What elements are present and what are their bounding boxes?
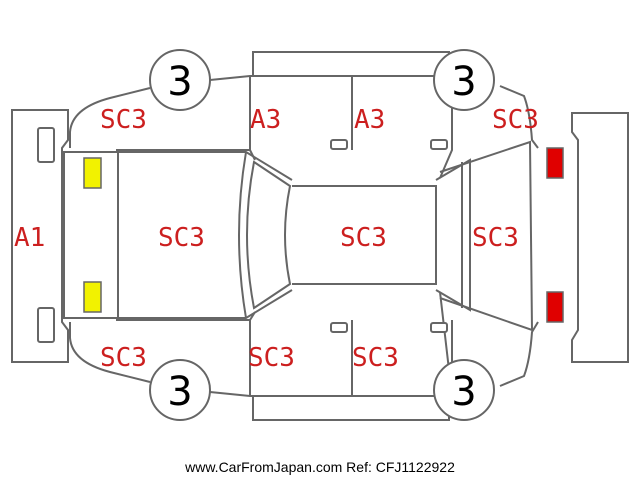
reference-footer: www.CarFromJapan.com Ref: CFJ1122922 [184, 459, 455, 475]
wheel-bottom-left: 3 [149, 359, 211, 421]
rear-bumper [571, 112, 629, 363]
label-front-left-door: A3 [250, 105, 281, 135]
label-trunk: SC3 [472, 223, 519, 253]
label-front-right-door: SC3 [248, 343, 295, 373]
label-front-left-corner: SC3 [100, 105, 147, 135]
wheel-bottom-right-rating: 3 [451, 369, 476, 415]
damage-labels: A1 SC3 A3 A3 SC3 SC3 SC3 SC3 SC3 SC3 SC3 [14, 105, 539, 373]
wheel-bottom-right: 3 [433, 359, 495, 421]
right-side-profile [69, 291, 539, 421]
rear-right-light [546, 291, 564, 323]
wheel-top-right-rating: 3 [451, 59, 476, 105]
wheel-top-left-rating: 3 [167, 59, 192, 105]
label-rear-left-corner: SC3 [492, 105, 539, 135]
rear-left-light [546, 147, 564, 179]
wheel-top-right: 3 [433, 49, 495, 111]
label-front-bumper: A1 [14, 223, 45, 253]
label-rear-left-door: A3 [354, 105, 385, 135]
label-hood: SC3 [158, 223, 205, 253]
front-left-light [83, 157, 102, 189]
wheel-bottom-left-rating: 3 [167, 369, 192, 415]
label-front-right-corner: SC3 [100, 343, 147, 373]
label-roof: SC3 [340, 223, 387, 253]
label-rear-right-door: SC3 [352, 343, 399, 373]
car-top-view [63, 140, 534, 332]
front-right-light [83, 281, 102, 313]
wheel-top-left: 3 [149, 49, 211, 111]
front-bumper [11, 109, 69, 363]
